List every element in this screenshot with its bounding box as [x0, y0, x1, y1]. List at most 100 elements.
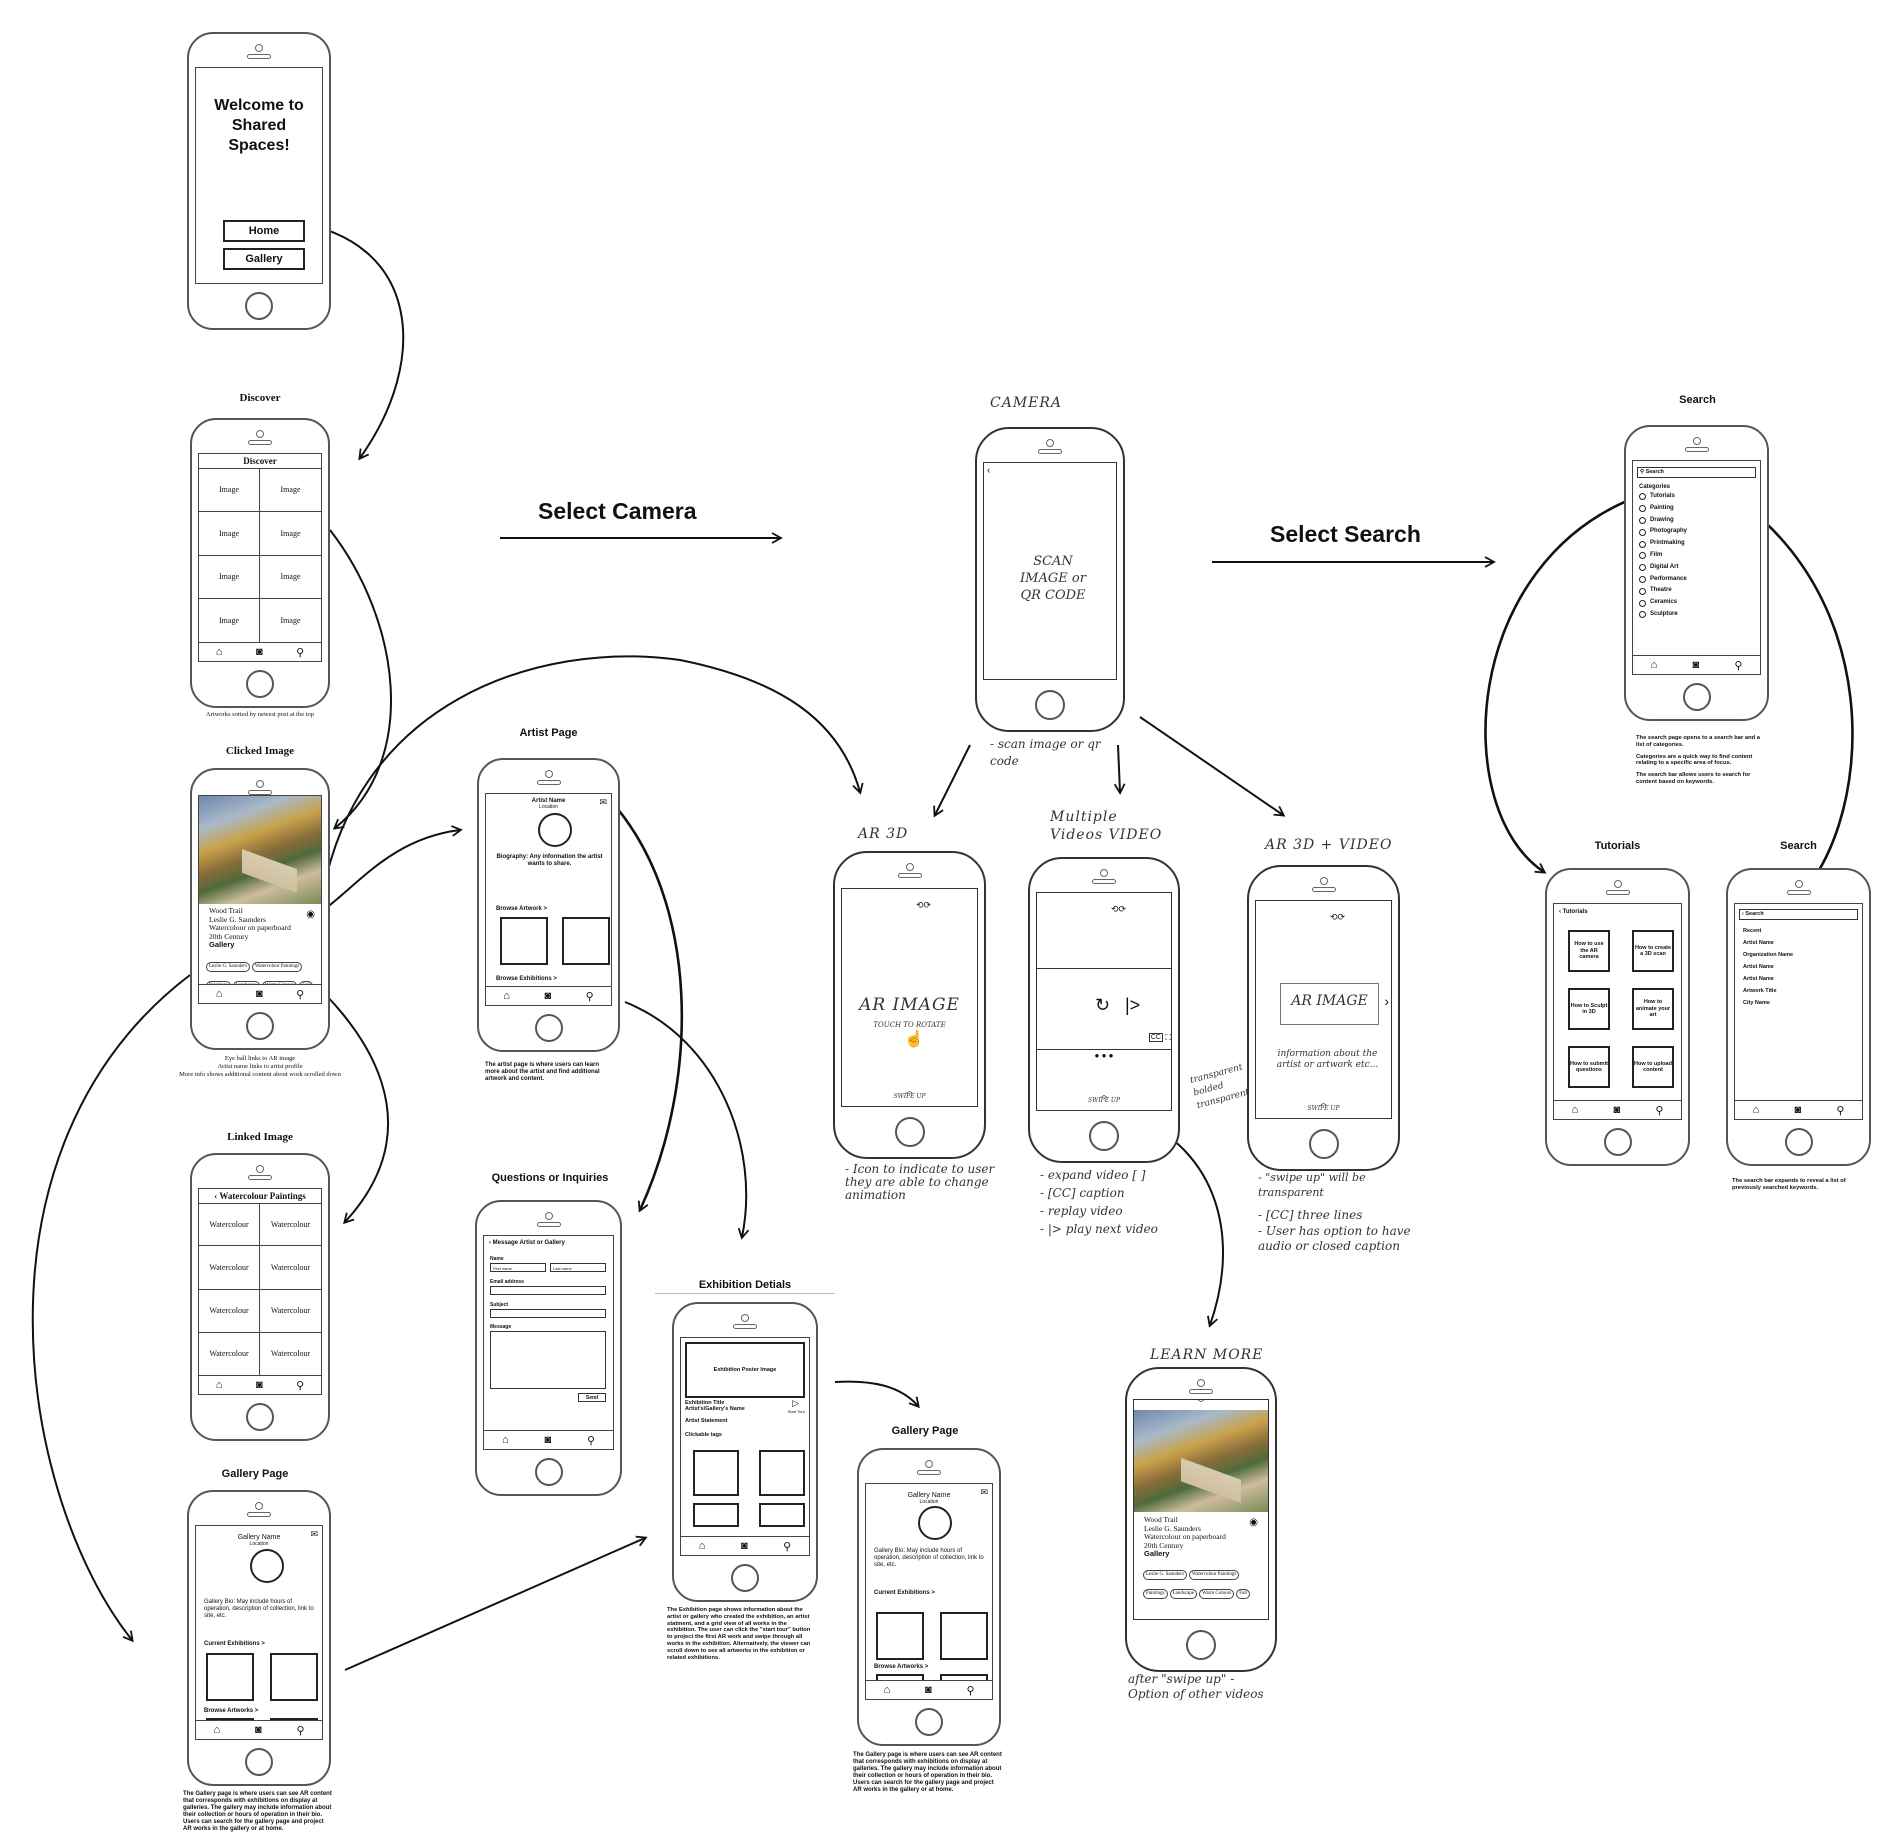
search-icon[interactable]: ⚲ [783, 1540, 792, 1553]
grid-cell[interactable]: Image [199, 511, 260, 556]
home-icon[interactable]: ⌂ [1752, 1104, 1760, 1116]
home-button[interactable]: Home [223, 220, 305, 242]
send-button[interactable]: Send [578, 1393, 606, 1402]
grid-cell[interactable]: Watercolour [260, 1290, 321, 1333]
current-exhibitions-link[interactable]: Current Exhibitions > [874, 1590, 935, 1596]
browse-exhibitions-link[interactable]: Browse Exhibitions > [496, 976, 557, 982]
camera-icon[interactable]: ◙ [544, 990, 552, 1002]
recent-item[interactable]: Organization Name [1743, 952, 1794, 958]
gallery-link[interactable]: Gallery [209, 940, 235, 949]
search-icon[interactable]: ⚲ [585, 990, 594, 1003]
camera-icon[interactable]: ◙ [254, 1724, 262, 1736]
message-textarea[interactable] [490, 1331, 606, 1389]
eye-icon[interactable]: ◉ [306, 909, 315, 920]
play-next-icon[interactable]: |> [1125, 995, 1141, 1015]
back-chevron-icon[interactable]: ‹ [1742, 911, 1746, 917]
pagination-dots[interactable]: ● ● ● [1094, 1051, 1114, 1060]
category-item[interactable]: Printmaking [1639, 538, 1687, 550]
exhibition-thumb[interactable] [940, 1612, 988, 1660]
eye-icon[interactable]: ◉ [1249, 1517, 1258, 1528]
artwork-thumb[interactable] [500, 917, 548, 965]
tag[interactable]: Warm Colours [1199, 1589, 1235, 1599]
artist-name-link[interactable]: Leslie G. Saunders [1144, 1523, 1201, 1533]
tag[interactable]: Fall [1236, 1589, 1250, 1599]
search-icon[interactable]: ⚲ [296, 988, 305, 1001]
recent-item[interactable]: Artist Name [1743, 976, 1774, 982]
grid-cell[interactable]: Watercolour [199, 1203, 260, 1247]
category-item[interactable]: Digital Art [1639, 562, 1687, 574]
mail-icon[interactable]: ✉ [599, 797, 607, 807]
ar-video-frame[interactable] [1280, 983, 1379, 1025]
replay-icon[interactable]: ↻ [1095, 995, 1111, 1015]
exhibition-thumb[interactable] [206, 1653, 254, 1701]
video-frame[interactable] [1037, 968, 1171, 1050]
search-icon[interactable]: ⚲ [296, 646, 305, 659]
rotate-icon[interactable]: ⟲⟳ [1330, 912, 1346, 922]
search-input[interactable]: ‹ Search [1739, 909, 1858, 920]
recent-item[interactable]: Artist Name [1743, 940, 1774, 946]
home-icon[interactable]: ⌂ [1650, 659, 1658, 671]
mail-icon[interactable]: ✉ [980, 1487, 988, 1497]
category-item[interactable]: Drawing [1639, 515, 1687, 527]
subject-input[interactable] [490, 1309, 606, 1318]
clickable-tags[interactable]: Clickable tags [685, 1432, 722, 1438]
tutorial-tile[interactable]: How to animate your art [1632, 988, 1674, 1030]
recent-item[interactable]: City Name [1743, 1000, 1770, 1006]
grid-cell[interactable]: Watercolour [199, 1246, 260, 1290]
gallery-button[interactable]: Gallery [223, 248, 305, 270]
camera-icon[interactable]: ◙ [1692, 659, 1700, 671]
cc-icon[interactable]: CC [1148, 1033, 1163, 1042]
artwork-image[interactable] [199, 796, 321, 904]
camera-icon[interactable]: ◙ [924, 1684, 932, 1696]
home-icon[interactable]: ⌂ [1571, 1104, 1579, 1116]
back-chevron-icon[interactable]: ‹ [987, 465, 991, 476]
camera-icon[interactable]: ◙ [255, 1379, 263, 1391]
last-name-input[interactable]: Last name [550, 1263, 606, 1272]
grid-cell[interactable]: Watercolour [260, 1203, 321, 1247]
current-exhibitions-link[interactable]: Current Exhibitions > [204, 1641, 265, 1647]
tag[interactable]: Watercolour Paintings [1188, 1570, 1240, 1580]
tutorial-tile[interactable]: How to upload content [1632, 1046, 1674, 1088]
next-chevron-icon[interactable]: › [1384, 993, 1389, 1009]
search-icon[interactable]: ⚲ [296, 1724, 305, 1737]
gallery-link[interactable]: Gallery [1144, 1549, 1170, 1558]
mail-icon[interactable]: ✉ [310, 1529, 318, 1539]
back-chevron-icon[interactable]: ‹ [489, 1240, 493, 1246]
swipe-down-icon[interactable]: ﹀ [1197, 1399, 1205, 1408]
grid-cell[interactable]: Image [199, 555, 260, 600]
camera-icon[interactable]: ◙ [1794, 1104, 1802, 1116]
camera-icon[interactable]: ◙ [1613, 1104, 1621, 1116]
recent-item[interactable]: Artwork Title [1743, 988, 1777, 994]
tag[interactable]: Landscape [1169, 1589, 1198, 1599]
camera-icon[interactable]: ◙ [740, 1540, 748, 1552]
grid-cell[interactable]: Image [260, 468, 321, 512]
rotate-icon[interactable]: ⟲⟳ [1111, 904, 1127, 914]
ar-image-placeholder[interactable]: AR IMAGE [1291, 993, 1368, 1009]
grid-cell[interactable]: Image [199, 599, 260, 643]
home-icon[interactable]: ⌂ [215, 1379, 223, 1391]
search-icon[interactable]: ⚲ [587, 1434, 596, 1447]
category-item[interactable]: Sculpture [1639, 609, 1687, 621]
category-item[interactable]: Performance [1639, 574, 1687, 586]
tag[interactable]: Leslie G. Saunders [206, 962, 250, 972]
search-input[interactable]: ⚲ Search [1637, 467, 1756, 478]
home-icon[interactable]: ⌂ [215, 988, 223, 1000]
camera-icon[interactable]: ◙ [544, 1434, 552, 1446]
tutorial-tile[interactable]: How to submit questions [1568, 1046, 1610, 1088]
search-icon[interactable]: ⚲ [1836, 1104, 1845, 1117]
camera-icon[interactable]: ◙ [255, 646, 263, 658]
grid-cell[interactable]: Watercolour [260, 1246, 321, 1290]
grid-cell[interactable]: Image [260, 556, 321, 600]
exhibition-poster[interactable]: Exhibition Poster Image [685, 1342, 805, 1398]
home-icon[interactable]: ⌂ [698, 1540, 706, 1552]
browse-artwork-link[interactable]: Browse Artwork > [496, 906, 547, 912]
grid-cell[interactable]: Watercolour [260, 1333, 321, 1376]
category-item[interactable]: Ceramics [1639, 597, 1687, 609]
swipe-up-label[interactable]: SWIPE UP [1307, 1105, 1340, 1112]
back-chevron-icon[interactable]: ‹ [1559, 909, 1563, 915]
ar-image-placeholder[interactable]: AR IMAGE [859, 995, 960, 1015]
tutorial-tile[interactable]: How to use the AR camera [1568, 930, 1610, 972]
tag[interactable]: Paintings [1143, 1589, 1168, 1599]
artwork-thumb[interactable] [693, 1503, 739, 1527]
artwork-thumb[interactable] [562, 917, 610, 965]
